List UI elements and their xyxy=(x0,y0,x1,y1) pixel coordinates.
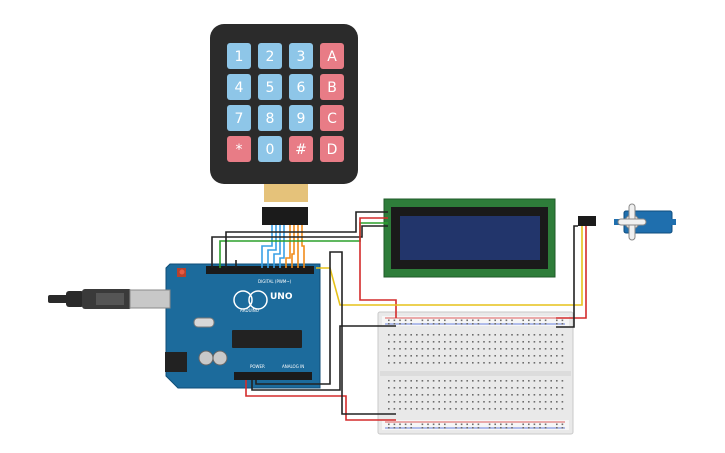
usb-cable[interactable] xyxy=(48,289,171,309)
keypad-key-label: 0 xyxy=(266,142,275,158)
wires xyxy=(211,211,587,421)
keypad-key-3[interactable]: 3 xyxy=(289,43,313,69)
keypad-key-label: 3 xyxy=(297,49,306,65)
keypad-key-6[interactable]: 6 xyxy=(289,74,313,100)
uno-label: UNO xyxy=(270,292,293,302)
keypad-key-0[interactable]: 0 xyxy=(258,136,282,162)
keypad-key-B[interactable]: B xyxy=(320,74,344,100)
keypad-key-label: C xyxy=(327,111,337,127)
keypad-key-label: 5 xyxy=(266,80,275,96)
keypad-key-4[interactable]: 4 xyxy=(227,74,251,100)
keypad-key-label: D xyxy=(327,142,338,158)
breadboard[interactable] xyxy=(377,311,574,435)
keypad-key-#[interactable]: # xyxy=(289,136,313,162)
keypad-key-7[interactable]: 7 xyxy=(227,105,251,131)
keypad-key-label: 4 xyxy=(235,80,244,96)
keypad-key-C[interactable]: C xyxy=(320,105,344,131)
keypad-key-A[interactable]: A xyxy=(320,43,344,69)
keypad-4x4[interactable]: 1 2 3 A 4 5 6 B 7 8 9 C * 0 # D xyxy=(210,24,358,225)
power-jack xyxy=(165,352,187,372)
arduino-uno-board[interactable]: UNO ARDUINO DIGITAL (PWM~) POWER ANALOG … xyxy=(165,263,321,389)
keypad-key-8[interactable]: 8 xyxy=(258,105,282,131)
lcd-screen xyxy=(400,216,540,260)
keypad-keys: 1 2 3 A 4 5 6 B 7 8 9 C * 0 # D xyxy=(227,43,344,162)
keypad-key-label: 8 xyxy=(266,111,275,127)
keypad-key-label: * xyxy=(236,142,243,158)
power-label: POWER xyxy=(250,364,265,369)
analog-label: ANALOG IN xyxy=(282,364,304,369)
keypad-key-label: A xyxy=(327,49,337,65)
analog-power-header xyxy=(234,372,312,380)
keypad-key-D[interactable]: D xyxy=(320,136,344,162)
brand-label: ARDUINO xyxy=(240,308,259,313)
keypad-key-*[interactable]: * xyxy=(227,136,251,162)
keypad-key-2[interactable]: 2 xyxy=(258,43,282,69)
atmega-chip xyxy=(232,330,302,348)
keypad-key-label: # xyxy=(295,142,307,158)
keypad-key-label: 6 xyxy=(297,80,306,96)
digital-header xyxy=(206,266,314,274)
keypad-ribbon xyxy=(264,184,308,202)
keypad-key-label: B xyxy=(327,80,337,96)
digital-label: DIGITAL (PWM~) xyxy=(258,279,292,284)
servo-motor[interactable] xyxy=(578,203,676,241)
keypad-key-label: 2 xyxy=(266,49,275,65)
keypad-connector xyxy=(262,207,308,225)
lcd-16x2[interactable] xyxy=(383,198,556,278)
arduino-logo xyxy=(233,290,253,310)
keypad-key-5[interactable]: 5 xyxy=(258,74,282,100)
keypad-key-9[interactable]: 9 xyxy=(289,105,313,131)
keypad-key-1[interactable]: 1 xyxy=(227,43,251,69)
keypad-key-label: 9 xyxy=(297,111,306,127)
breadboard-holes xyxy=(388,319,564,429)
servo-connector xyxy=(578,216,596,226)
keypad-key-label: 7 xyxy=(235,111,244,127)
keypad-key-label: 1 xyxy=(235,49,244,65)
